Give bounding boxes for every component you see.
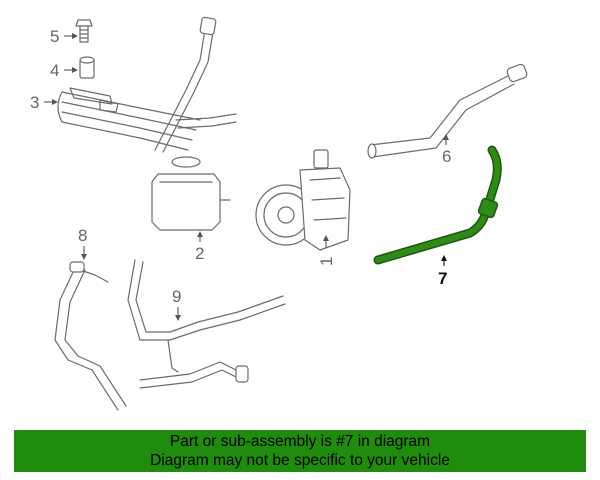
svg-text:3: 3 — [30, 93, 39, 112]
part-3-cooler — [57, 87, 201, 151]
callout-8: 8 — [78, 226, 87, 260]
svg-text:9: 9 — [172, 287, 181, 306]
callout-5: 5 — [50, 27, 78, 46]
callout-6: 6 — [442, 134, 451, 166]
svg-text:5: 5 — [50, 27, 59, 46]
part-9-line — [127, 259, 286, 389]
callout-3: 3 — [30, 93, 58, 112]
banner-line-1: Part or sub-assembly is #7 in diagram — [169, 433, 431, 450]
part-7-highlighted-hose — [373, 145, 502, 265]
svg-text:1: 1 — [317, 257, 336, 266]
svg-text:6: 6 — [442, 147, 451, 166]
callout-9: 9 — [172, 287, 181, 321]
svg-text:4: 4 — [50, 61, 59, 80]
callout-1: 1 — [317, 235, 336, 266]
part-1-pump — [255, 149, 351, 251]
callout-4: 4 — [50, 61, 78, 80]
svg-text:2: 2 — [195, 244, 204, 263]
part-5-bolt — [75, 19, 93, 43]
part-8-line — [54, 261, 127, 411]
pressure-hose — [154, 16, 237, 153]
part-2-reservoir — [151, 156, 231, 231]
parts-diagram: 5 4 3 2 — [30, 16, 528, 411]
svg-text:8: 8 — [78, 226, 87, 245]
svg-text:7: 7 — [438, 269, 447, 288]
info-banner: Part or sub-assembly is #7 in diagram Di… — [14, 430, 586, 472]
part-4-bushing — [79, 56, 95, 79]
callout-2: 2 — [195, 231, 204, 263]
part-6-return-line — [367, 63, 528, 159]
callout-7: 7 — [438, 255, 447, 288]
banner-line-2: Diagram may not be specific to your vehi… — [150, 452, 450, 469]
